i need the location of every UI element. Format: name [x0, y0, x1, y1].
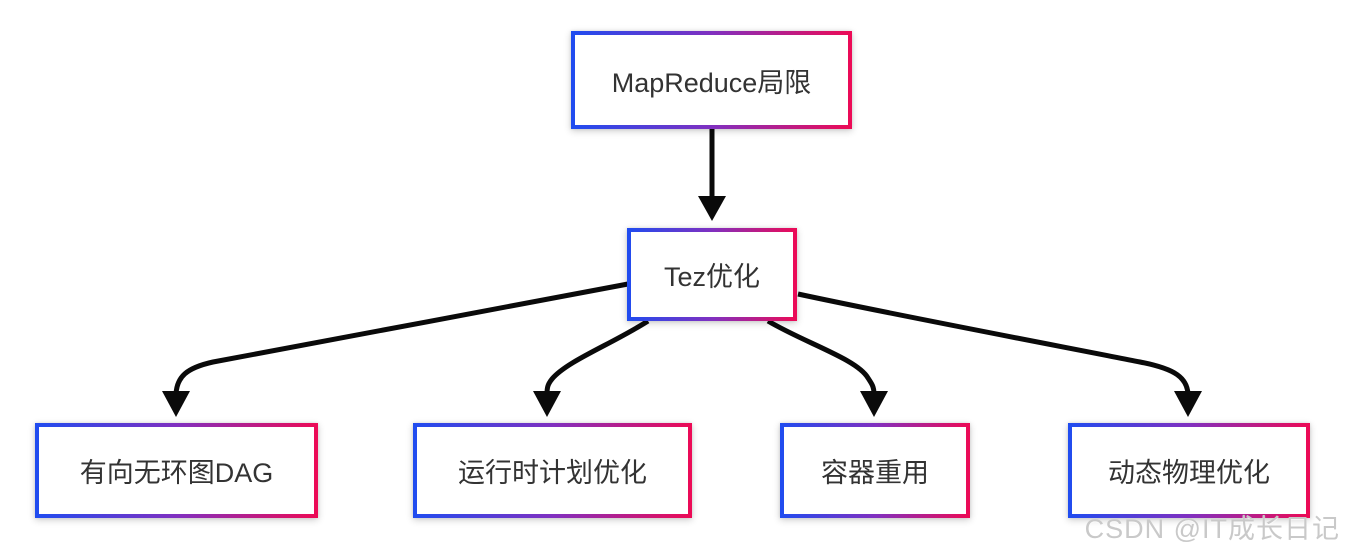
arrow-mapreduce-to-tez	[698, 129, 726, 221]
node-container-reuse: 容器重用	[780, 423, 970, 518]
csdn-watermark: CSDN @IT成长日记	[1084, 514, 1340, 544]
arrow-tez-to-runtime-plan	[533, 318, 650, 417]
node-dag: 有向无环图DAG	[35, 423, 318, 518]
node-label: 有向无环图DAG	[79, 458, 274, 488]
node-runtime-plan-optimization: 运行时计划优化	[413, 423, 692, 518]
node-label: 运行时计划优化	[458, 458, 647, 488]
node-label: Tez优化	[663, 262, 761, 292]
arrow-tez-to-dynamic-physical	[797, 291, 1202, 417]
node-dynamic-physical-optimization: 动态物理优化	[1068, 423, 1310, 518]
arrow-tez-to-container-reuse	[766, 318, 888, 417]
node-mapreduce-limit: MapReduce局限	[571, 31, 852, 129]
node-label: 动态物理优化	[1108, 458, 1270, 488]
node-label: 容器重用	[821, 458, 929, 488]
node-label: MapReduce局限	[611, 67, 812, 98]
arrow-tez-to-dag	[162, 281, 629, 417]
node-tez-optimization: Tez优化	[627, 228, 797, 321]
